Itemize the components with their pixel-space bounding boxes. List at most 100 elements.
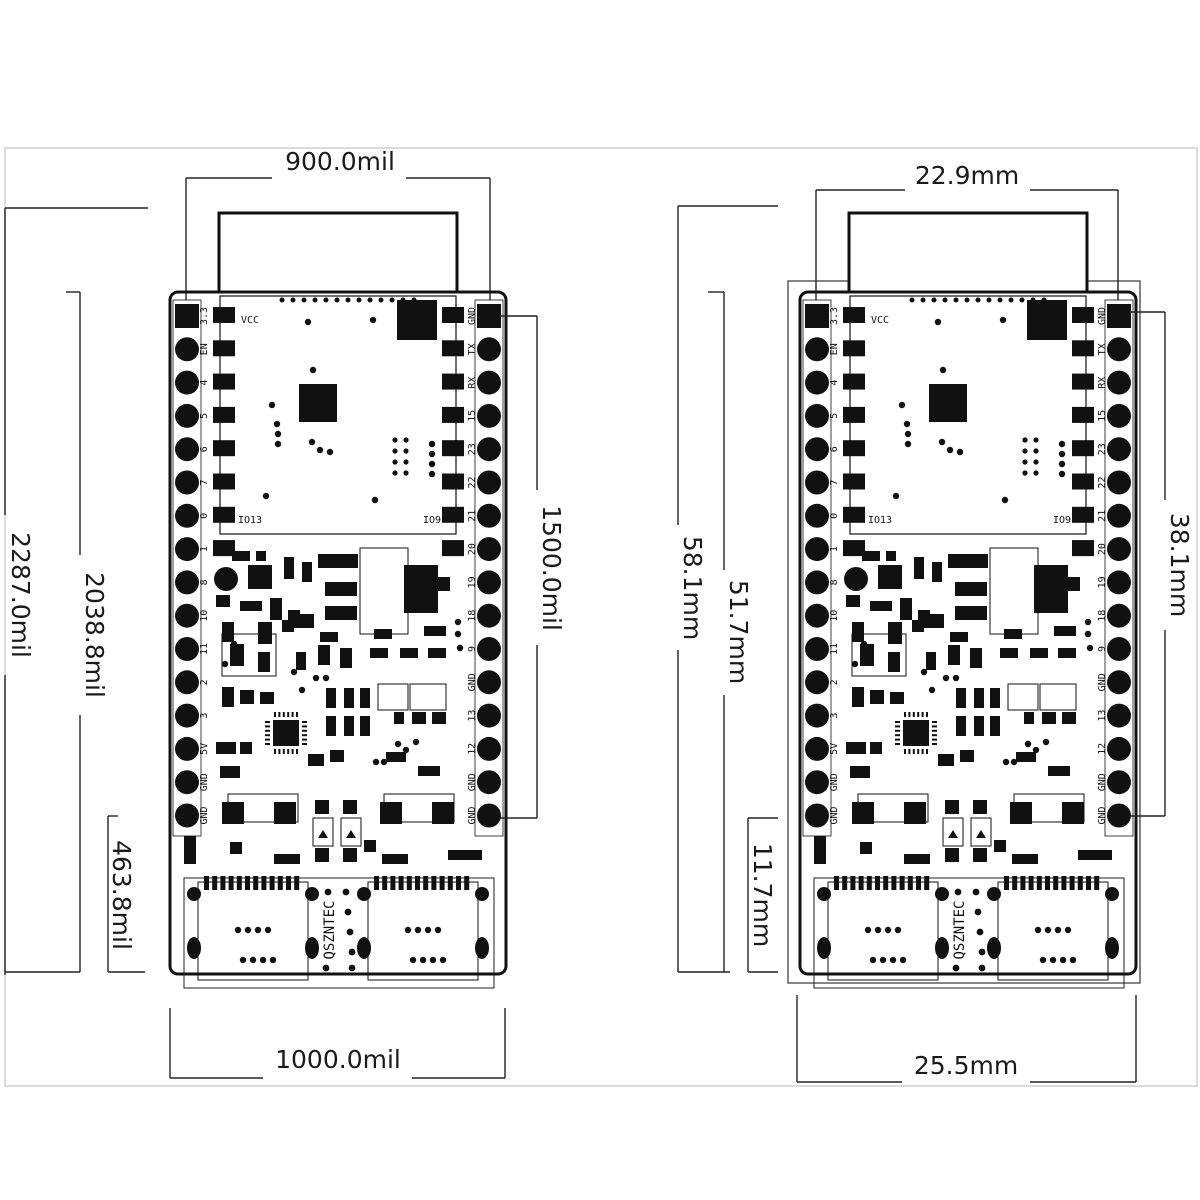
qfn-pin — [895, 729, 900, 732]
left-pin-label: EN — [199, 343, 210, 355]
right-header-pad — [477, 403, 501, 428]
usb-pin — [1061, 876, 1067, 890]
left-module-pad — [213, 440, 235, 457]
regulator-pin — [325, 606, 357, 620]
smd-component — [428, 648, 446, 658]
qfn-pin — [287, 712, 290, 717]
brand-via-dot — [978, 964, 986, 972]
via-dot — [322, 674, 330, 682]
module-via-dot — [1033, 459, 1039, 465]
module-pad-dot — [909, 297, 915, 303]
right-header-pad — [1107, 503, 1131, 528]
usb-pin — [1004, 876, 1009, 890]
left-module-pad — [843, 473, 865, 490]
usb-mount-hole — [935, 887, 949, 901]
usb-via-dot — [1039, 956, 1047, 964]
via-dot — [860, 640, 868, 648]
module-mcu-chip — [929, 384, 967, 422]
smd-component — [386, 752, 406, 762]
module-via-dot — [1022, 448, 1028, 454]
usb-mount-slot — [987, 937, 1001, 959]
inner-height-dimension — [5, 291, 81, 973]
usb-pin — [1077, 876, 1083, 890]
qfn-pin — [274, 749, 276, 754]
module-via-dot — [904, 440, 912, 448]
top-width-label: 900.0mil — [285, 147, 395, 176]
left-module-pad — [843, 540, 865, 557]
right-pin-label: 15 — [467, 410, 478, 422]
usb-pin — [842, 876, 848, 890]
led-pad — [844, 567, 868, 591]
module-via-dot — [939, 366, 947, 374]
qfn-pin — [302, 738, 307, 741]
module-via-dot — [903, 420, 911, 428]
right-pin-label: 12 — [1097, 743, 1108, 755]
left-header-pad — [175, 637, 199, 661]
right-pin-label: 21 — [1097, 510, 1108, 522]
via-dot — [221, 660, 229, 668]
left-header-pad — [805, 337, 829, 362]
smd-component — [1062, 712, 1076, 724]
right-pin-label: GND — [467, 773, 478, 791]
qfn-pin — [912, 749, 915, 754]
top-width-dimension-mm — [815, 189, 1119, 300]
left-header-pad — [175, 703, 199, 728]
usb-pin — [883, 876, 889, 890]
button-pad — [1062, 802, 1084, 824]
right-header-pad — [1107, 803, 1131, 828]
smd-component — [260, 692, 274, 704]
via-dot — [454, 630, 462, 638]
smd-component — [926, 652, 936, 670]
usb-mount-hole — [305, 887, 319, 901]
via-dot — [394, 740, 402, 748]
bottom-section-dimension-mm — [747, 817, 778, 973]
usb-pin — [1053, 876, 1059, 890]
smd-component — [1012, 854, 1038, 864]
left-header-pad — [805, 370, 829, 395]
usb-pin — [875, 876, 880, 890]
button-pad — [852, 802, 874, 824]
smd-component — [990, 688, 1000, 708]
smd-component — [860, 644, 874, 666]
right-pin-label: GND — [467, 673, 478, 691]
right-header-pad — [1107, 570, 1131, 595]
right-header-pad — [477, 370, 501, 395]
right-pin-label: 23 — [1097, 443, 1108, 455]
via-dot — [952, 674, 960, 682]
module-pad-dot — [1019, 297, 1025, 303]
bottom-width-dimension-mm — [796, 995, 1137, 1083]
module-via-dot — [403, 437, 409, 443]
smd-component — [230, 644, 244, 666]
usb-mount-slot — [187, 937, 201, 959]
qfn-pin — [932, 738, 937, 741]
usb-pin — [204, 876, 209, 890]
regulator-tab — [404, 565, 438, 613]
right-header-pad — [1107, 337, 1131, 362]
usb-via-dot — [879, 956, 887, 964]
usb-via-dot — [424, 926, 432, 934]
brand-label: QSZNTEC — [322, 900, 338, 959]
module-via-dot — [308, 438, 316, 446]
qfn-pin — [926, 712, 928, 717]
right-header-pad — [477, 537, 501, 562]
usb-via-dot — [889, 956, 897, 964]
left-header-square-pad — [175, 304, 199, 328]
module-via-dot — [934, 318, 942, 326]
usb-pin — [1012, 876, 1018, 890]
right-pin-label: RX — [467, 377, 478, 389]
via-dot — [456, 644, 464, 652]
smd-component — [394, 712, 404, 724]
right-pin-label: TX — [1097, 343, 1108, 355]
usb-via-dot — [259, 956, 267, 964]
smd-component — [846, 742, 866, 754]
brand-via-dot — [346, 928, 354, 936]
usb-pin — [374, 876, 379, 890]
bottom-width-dimension — [169, 1008, 506, 1079]
bottom-section-label-mm: 11.7mm — [748, 843, 777, 947]
bottom-plate-outline — [183, 877, 495, 989]
right-header-pad — [477, 437, 501, 462]
right-pin-label: 22 — [1097, 476, 1108, 488]
usb-pin — [415, 876, 420, 890]
